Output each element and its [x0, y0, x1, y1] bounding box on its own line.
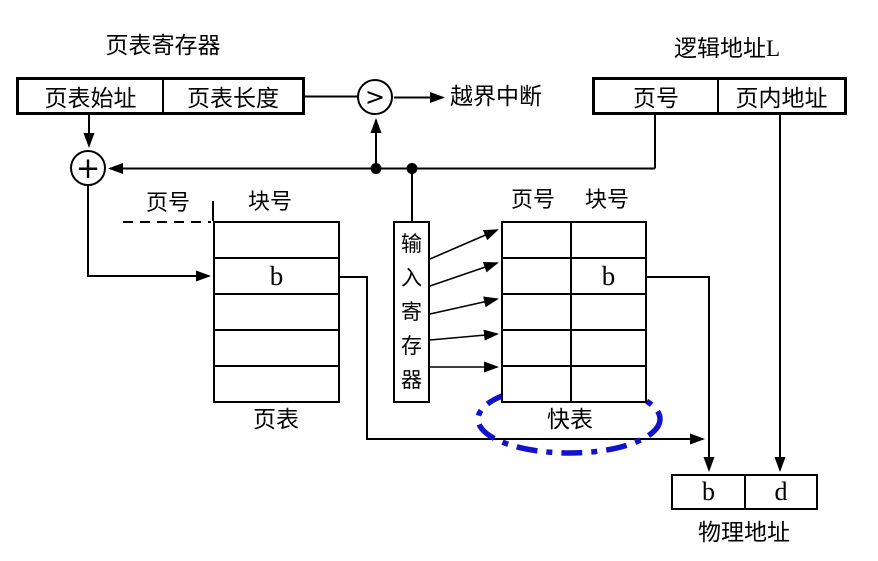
physical-address-box: b d	[671, 474, 818, 510]
tlb-header-blockno: 块号	[584, 187, 630, 212]
page-table-length-cell: 页表长度	[162, 80, 302, 112]
input-register-to-tlb-arrows	[429, 229, 499, 373]
page-table-cell	[215, 223, 338, 257]
page-offset-cell: 页内地址	[717, 80, 844, 112]
arrow-register-tlb-2	[429, 262, 499, 287]
page-table-base-cell: 页表始址	[44, 86, 137, 111]
tlb-caption: 快表	[547, 407, 593, 432]
interrupt-label: 越界中断	[450, 84, 542, 109]
input-register-box: 输入寄存器	[393, 221, 430, 403]
tlb-row	[503, 367, 645, 401]
tlb-row	[503, 331, 645, 367]
tlb-cell	[572, 367, 645, 401]
tlb-cell	[503, 367, 572, 401]
page-table-row: b	[215, 259, 338, 295]
plus-icon: +	[75, 151, 101, 185]
physical-address-caption: 物理地址	[698, 520, 790, 545]
pagetable-header-pageno: 页号	[145, 190, 191, 215]
tlb-row: b	[503, 259, 645, 295]
input-register-label: 输入寄存器	[401, 232, 422, 392]
junction-dot-comparator	[370, 163, 382, 174]
page-table-caption: 页表	[253, 407, 299, 432]
arrow-register-tlb-3	[429, 296, 499, 315]
logical-address-title: 逻辑地址L	[673, 36, 781, 61]
tlb-cell	[572, 223, 645, 257]
greater-than-icon: >	[364, 83, 386, 111]
pagetable-header-blockno: 块号	[247, 189, 293, 214]
tlb-row	[503, 223, 645, 259]
page-table-row	[215, 295, 338, 331]
tlb-header-pageno: 页号	[510, 187, 556, 212]
adder-circle: +	[70, 150, 106, 186]
page-table-cell	[215, 367, 338, 401]
comparator-circle: >	[357, 79, 393, 115]
tlb-table: b	[501, 221, 647, 403]
tlb-cell	[503, 331, 572, 365]
page-table-cell-b: b	[269, 260, 284, 291]
page-number-cell: 页号	[633, 86, 679, 111]
page-table-register-box: 页表始址 页表长度	[16, 77, 305, 115]
physical-block-cell: b	[702, 477, 715, 506]
tlb-cell	[503, 295, 572, 329]
wire-group	[83, 92, 786, 472]
tlb-cell	[503, 223, 572, 257]
page-table-row	[215, 331, 338, 367]
tlb-row	[503, 295, 645, 331]
arrow-register-tlb-1	[429, 229, 499, 260]
page-table: b	[213, 221, 340, 403]
tlb-cell-b: b	[601, 260, 616, 291]
tlb-cell	[572, 295, 645, 329]
logical-address-box: 页号 页内地址	[592, 77, 847, 115]
page-table-cell	[215, 295, 338, 329]
page-table-register-title: 页表寄存器	[105, 33, 221, 58]
junction-dots	[370, 163, 418, 174]
tlb-cell	[572, 331, 645, 365]
tlb-cell	[503, 259, 572, 293]
arrow-register-tlb-4	[429, 329, 499, 341]
physical-offset-cell: d	[744, 476, 816, 508]
page-table-row	[215, 367, 338, 401]
page-table-row	[215, 223, 338, 259]
junction-dot-register	[406, 163, 418, 174]
wire-tlb-b-output	[647, 276, 715, 472]
page-table-cell	[215, 331, 338, 365]
